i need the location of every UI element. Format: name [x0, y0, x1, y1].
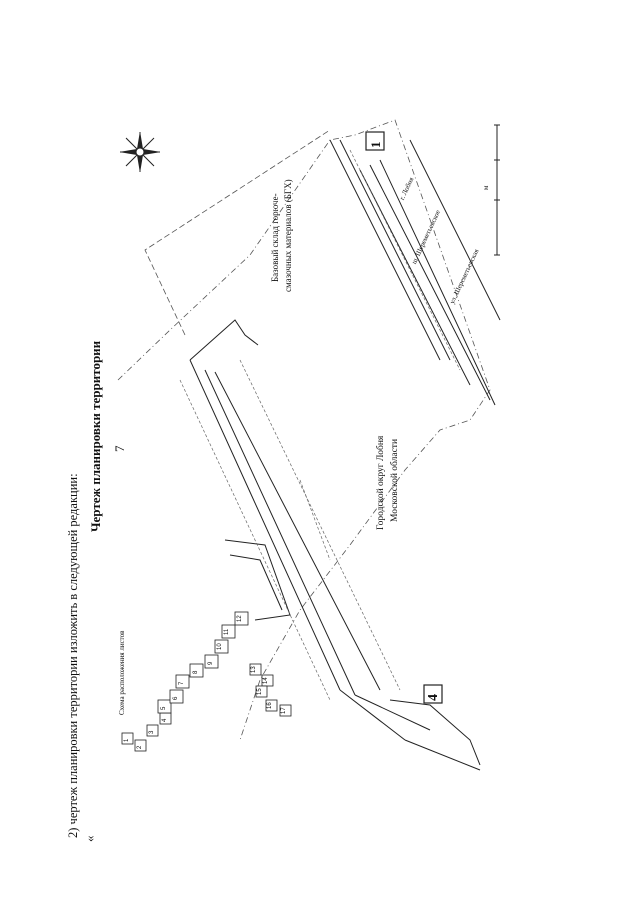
compass-icon — [120, 132, 160, 172]
sheet-layout-scheme — [121, 611, 292, 752]
pipeline-corridor — [189, 139, 501, 771]
area-label-2: Московской области — [390, 438, 400, 522]
sheet-number-11: 11 — [224, 628, 230, 635]
sheet-number-3: 3 — [149, 730, 155, 734]
sheet-number-5: 5 — [161, 706, 167, 710]
sheet-marker-1: 1 — [368, 141, 383, 149]
sheet-marker-1-box — [365, 131, 385, 151]
area-label-1: Городской округ Лобня — [376, 435, 386, 530]
sheet-marker-4: 4 — [426, 694, 441, 701]
sheet-number-17: 17 — [281, 707, 287, 714]
inner-dashed-lines — [179, 149, 461, 701]
sheet-number-8: 8 — [193, 670, 199, 674]
sheet-number-2: 2 — [137, 745, 143, 749]
sheet-number-16: 16 — [267, 702, 273, 709]
sheet-number-1: 1 — [124, 738, 130, 742]
sheet-number-12: 12 — [237, 615, 243, 622]
sheet-number-13: 13 — [251, 666, 257, 673]
sheet-number-9: 9 — [208, 661, 214, 665]
scale-bar — [494, 124, 500, 256]
territory-boundary — [117, 119, 491, 741]
sheet-number-6: 6 — [173, 696, 179, 700]
warehouse-label-1: Базовый склад горюче- — [270, 193, 280, 282]
sheet-number-7: 7 — [179, 681, 185, 685]
sheet-number-4: 4 — [162, 718, 168, 722]
sheet-number-10: 10 — [217, 643, 223, 650]
warehouse-label-2: смазочных материалов (БГХ) — [283, 179, 293, 292]
sheet-number-15: 15 — [257, 688, 263, 695]
scale-label: м — [482, 185, 490, 190]
sheet-number-14: 14 — [263, 677, 269, 684]
sheet-marker-4-box — [423, 684, 443, 704]
outer-boundary — [144, 129, 331, 336]
